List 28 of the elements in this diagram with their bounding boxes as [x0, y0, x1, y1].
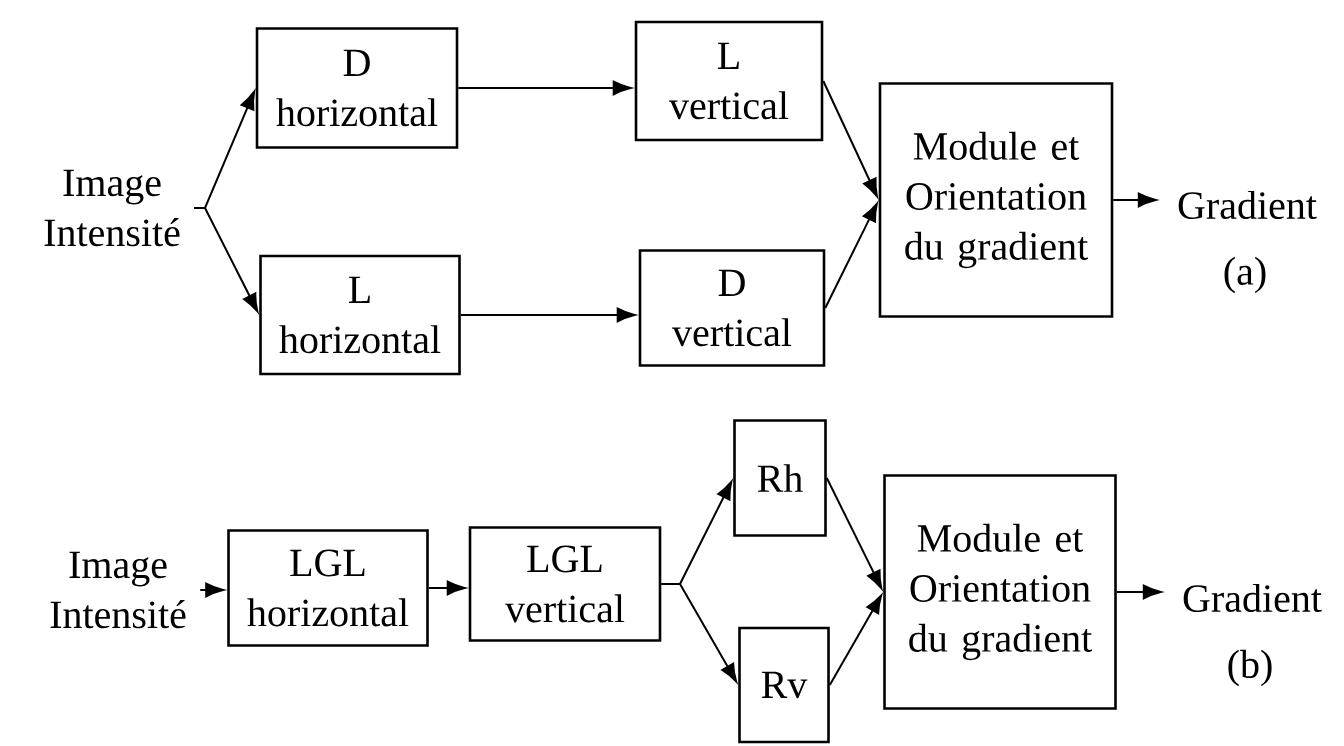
process-box: L vertical	[634, 20, 824, 142]
arrow	[660, 583, 738, 683]
process-box: LGL vertical	[468, 526, 662, 642]
input-label: Image Intensité	[50, 551, 186, 629]
process-box: D vertical	[638, 249, 826, 367]
arrow	[822, 80, 878, 198]
arrow	[828, 594, 883, 686]
arrow	[457, 80, 632, 96]
arrow	[199, 582, 224, 598]
arrow	[427, 580, 466, 596]
output-label: Gradient	[1183, 583, 1322, 613]
process-box: Rv	[738, 626, 830, 744]
arrow	[1115, 584, 1162, 600]
arrow	[824, 202, 878, 309]
figure-label: (a)	[1224, 256, 1266, 294]
process-box: Module et Orientation du gradient	[878, 82, 1114, 318]
arrow	[193, 207, 259, 313]
process-box: Rh	[733, 419, 827, 537]
process-box: D horizontal	[255, 27, 459, 149]
process-box: LGL horizontal	[227, 529, 429, 647]
output-label: Gradient	[1178, 190, 1317, 220]
arrow	[1112, 192, 1157, 208]
figure-label: (b)	[1228, 649, 1272, 687]
input-label: Image Intensité	[44, 169, 180, 247]
arrow	[459, 307, 636, 323]
arrow	[825, 477, 883, 590]
process-box: Module et Orientation du gradient	[883, 474, 1117, 710]
process-box: L horizontal	[259, 254, 461, 376]
